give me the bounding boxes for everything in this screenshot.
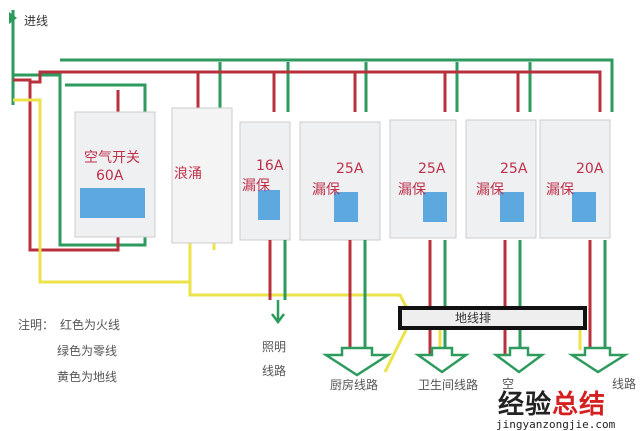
outgoing-neutral	[283, 240, 607, 355]
outgoing-live	[268, 240, 592, 355]
live-bus	[13, 70, 602, 252]
incoming-line-label: 进线	[24, 14, 49, 28]
rcd-3-rating: 25A	[418, 161, 446, 177]
circuit-arrows	[271, 300, 630, 377]
legend-prefix: 注明：	[18, 318, 55, 332]
incoming-arrow-icon	[9, 10, 17, 105]
main-switch-rating: 60A	[96, 168, 124, 184]
ground-bar-label: 地线排	[455, 311, 492, 325]
legend-yellow: 黄色为地线	[57, 370, 118, 384]
rcd-1-rating: 16A	[256, 158, 284, 174]
bathroom-label: 卫生间线路	[418, 378, 479, 392]
neutral-bus	[13, 58, 614, 247]
rcd-2-name: 漏保	[312, 182, 340, 198]
aircon-label: 空	[502, 377, 515, 391]
kitchen-label: 厨房线路	[330, 378, 379, 392]
lighting-label-1: 照明	[262, 340, 287, 354]
rcd-5-name: 漏保	[546, 182, 574, 198]
rcd-2-rating: 25A	[336, 161, 364, 177]
main-switch-name: 空气开关	[84, 150, 140, 166]
lighting-label-2: 线路	[262, 364, 287, 378]
ground-bar	[398, 306, 587, 330]
watermark-url: jingyanzongjie.com	[496, 418, 616, 431]
watermark: 经验总结	[498, 390, 607, 420]
other-circuit-label: 线路	[612, 377, 637, 391]
rcd-4-name: 漏保	[476, 182, 504, 198]
surge-protector-label: 浪涌	[174, 166, 202, 182]
rcd-5-rating: 20A	[576, 161, 604, 177]
legend-green: 绿色为零线	[57, 344, 118, 358]
rcd-4-rating: 25A	[500, 161, 528, 177]
breaker-bodies	[74, 107, 611, 244]
legend-red: 红色为火线	[60, 318, 121, 332]
rcd-1-name: 漏保	[242, 178, 270, 194]
rcd-3-name: 漏保	[398, 182, 426, 198]
